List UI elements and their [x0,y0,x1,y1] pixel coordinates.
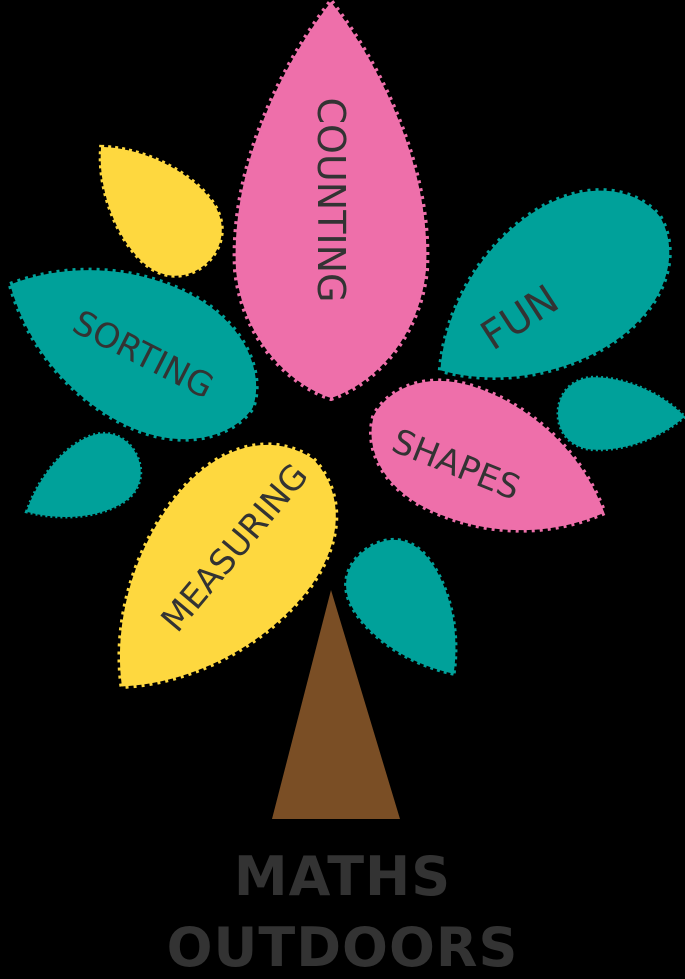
leaf-small-teal-lower [344,537,458,677]
leaf-small-yellow [98,144,224,278]
logo-title-line-2: OUTDOORS [166,916,519,979]
tree-trunk [272,590,400,819]
leaf-fun [437,188,672,381]
leaf-sorting [7,267,259,442]
logo-title-line-1: MATHS [233,845,452,908]
leaf-label-counting: COUNTING [309,98,353,303]
leaf-small-teal-right [556,375,685,452]
leaf-shapes [369,378,608,533]
leaf-small-teal-left [24,431,143,519]
leaf-counting: COUNTING [232,0,430,402]
leaf-measuring [117,442,339,689]
